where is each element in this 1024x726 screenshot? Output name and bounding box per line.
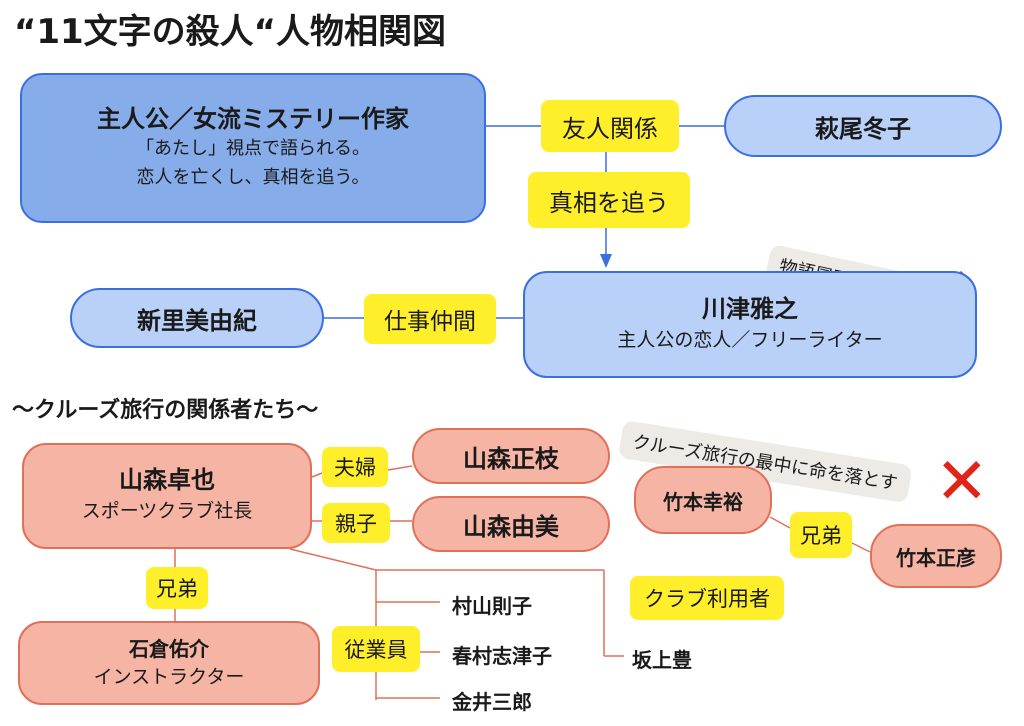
rel-fufu: 夫婦 <box>322 447 388 487</box>
yamamori-takuya-desc: スポーツクラブ社長 <box>81 500 253 523</box>
kawazu-desc: 主人公の恋人／フリーライター <box>617 328 883 351</box>
takemoto-masahiko-name: 竹本正彦 <box>896 545 976 570</box>
page-title: “11文字の殺人“人物相関図 <box>14 12 447 52</box>
line-takuya-fufu <box>311 472 323 478</box>
ishikura-desc: インストラクター <box>93 666 245 689</box>
yamamori-masae-box: 山森正枝 <box>412 428 610 484</box>
rel-kyodai-takemoto: 兄弟 <box>790 512 852 558</box>
takemoto-masahiko-box: 竹本正彦 <box>870 524 1002 588</box>
takemoto-yukihiro-box: 竹本幸裕 <box>634 466 772 534</box>
takemoto-yukihiro-name: 竹本幸裕 <box>663 489 743 514</box>
kawazu-box: 川津雅之 主人公の恋人／フリーライター <box>523 271 977 378</box>
yamamori-yumi-box: 山森由美 <box>412 496 610 552</box>
sakagami-name: 坂上豊 <box>632 648 692 672</box>
rel-kyodai-ishikura: 兄弟 <box>146 567 208 609</box>
rel-shinso: 真相を追う <box>528 172 690 228</box>
arrowhead-shinso <box>600 254 612 268</box>
ishikura-name: 石倉佑介 <box>129 637 209 662</box>
rel-club-user: クラブ利用者 <box>630 576 784 620</box>
ishikura-box: 石倉佑介 インストラクター <box>18 621 320 705</box>
niisato-box: 新里美由紀 <box>70 288 324 348</box>
section-title: 〜クルーズ旅行の関係者たち〜 <box>12 398 319 423</box>
rel-shigoto: 仕事仲間 <box>364 294 496 344</box>
rel-yujin: 友人関係 <box>541 100 679 152</box>
kawazu-name: 川津雅之 <box>702 294 798 323</box>
protagonist-name: 主人公／女流ミステリー作家 <box>97 104 409 133</box>
employee-1: 村山則子 <box>452 594 532 618</box>
protagonist-box: 主人公／女流ミステリー作家 「あたし」視点で語られる。 恋人を亡くし、真相を追う… <box>20 73 486 223</box>
protagonist-desc-2: 恋人を亡くし、真相を追う。 <box>136 166 370 188</box>
line-yukihiro-kyodai <box>769 516 791 529</box>
hagio-box: 萩尾冬子 <box>724 95 1002 157</box>
protagonist-desc-1: 「あたし」視点で語られる。 <box>136 137 370 159</box>
yamamori-takuya-box: 山森卓也 スポーツクラブ社長 <box>22 443 312 549</box>
hagio-name: 萩尾冬子 <box>815 114 911 143</box>
yamamori-masae-name: 山森正枝 <box>463 444 559 473</box>
line-kyodai-masahiko <box>851 542 871 553</box>
x-mark-takemoto: ✕ <box>935 445 989 519</box>
employee-3: 金井三郎 <box>452 690 532 714</box>
rel-jugyoin: 従業員 <box>332 626 420 672</box>
yamamori-takuya-name: 山森卓也 <box>119 466 215 495</box>
niisato-name: 新里美由紀 <box>137 306 257 335</box>
line-takuya-employees <box>289 548 377 571</box>
yamamori-yumi-name: 山森由美 <box>463 512 559 541</box>
rel-oyako: 親子 <box>322 503 390 543</box>
line-fufu-masae <box>387 465 413 471</box>
employee-2: 春村志津子 <box>452 644 552 668</box>
